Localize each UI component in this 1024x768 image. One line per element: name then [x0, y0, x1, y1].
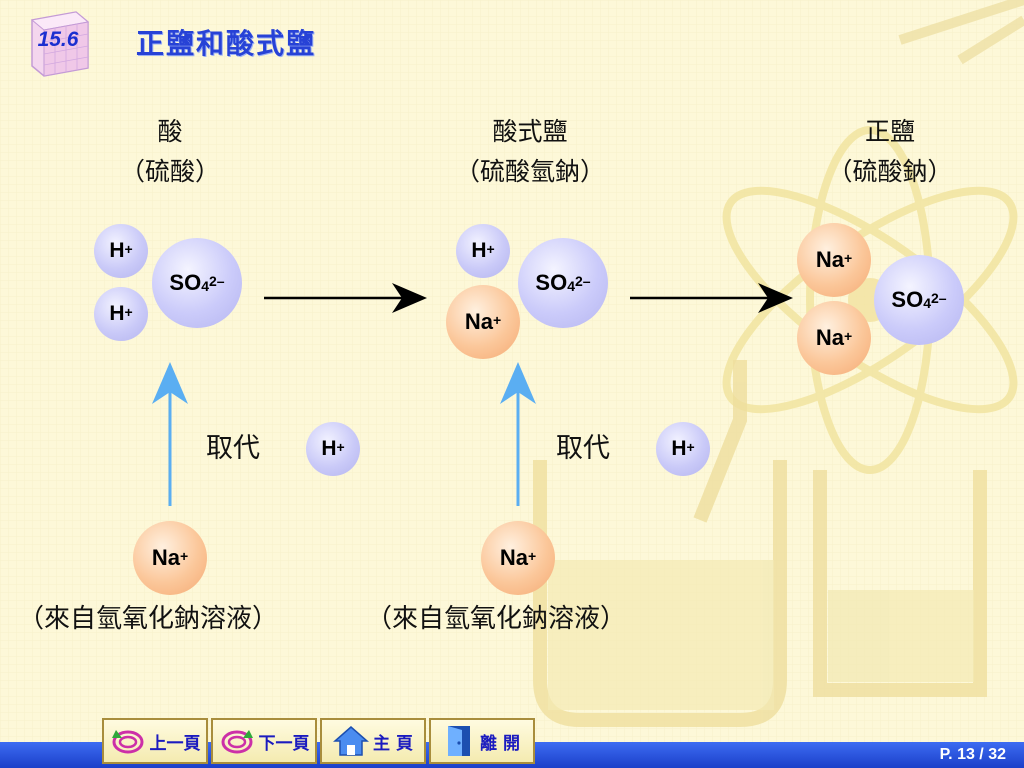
acid-heading: 酸 （硫酸）	[90, 112, 250, 192]
normal-salt-formula-name: （硫酸鈉）	[827, 157, 953, 186]
na-ion: Na+	[797, 223, 871, 297]
swirl-back-icon	[111, 730, 143, 754]
source-label: （來自氫氧化鈉溶液）	[366, 604, 627, 634]
na-ion: Na+	[797, 301, 871, 375]
h-ion: H+	[94, 224, 148, 278]
exit-button[interactable]: 離 開	[429, 718, 535, 764]
acid-name: 酸	[157, 117, 183, 146]
h-ion: H+	[94, 287, 148, 341]
na-ion: Na+	[133, 521, 207, 595]
acid-salt-formula-name: （硫酸氫鈉）	[454, 157, 605, 186]
page-number: P. 13 / 32	[939, 746, 1006, 763]
acid-formula-name: （硫酸）	[119, 157, 220, 186]
h-ion: H+	[656, 422, 710, 476]
swirl-forward-icon	[221, 730, 253, 754]
next-page-button[interactable]: 下一頁	[211, 718, 317, 764]
home-button[interactable]: 主 頁	[320, 718, 426, 764]
normal-salt-name: 正鹽	[864, 117, 915, 146]
acid-salt-name: 酸式鹽	[492, 117, 568, 146]
h-ion: H+	[456, 224, 510, 278]
replace-label: 取代	[556, 433, 610, 464]
acid-salt-heading: 酸式鹽 （硫酸氫鈉）	[420, 112, 640, 192]
source-label: （來自氫氧化鈉溶液）	[18, 604, 279, 634]
door-icon	[448, 726, 471, 756]
na-ion: Na+	[446, 285, 520, 359]
section-number: 15.6	[37, 28, 79, 51]
next-page-label: 下一頁	[258, 733, 310, 754]
prev-page-button[interactable]: 上一頁	[102, 718, 208, 764]
section-cube-icon	[30, 11, 90, 77]
normal-salt-heading: 正鹽 （硫酸鈉）	[800, 112, 980, 192]
h-ion: H+	[306, 422, 360, 476]
replace-label: 取代	[206, 433, 260, 464]
navigation-bar: 上一頁 下一頁 主 頁 離 開	[102, 718, 538, 766]
house-icon	[333, 726, 370, 756]
na-ion: Na+	[481, 521, 555, 595]
exit-label: 離 開	[480, 733, 520, 754]
page-title: 正鹽和酸式鹽	[136, 27, 317, 60]
home-label: 主 頁	[373, 733, 413, 754]
prev-page-label: 上一頁	[149, 733, 201, 754]
